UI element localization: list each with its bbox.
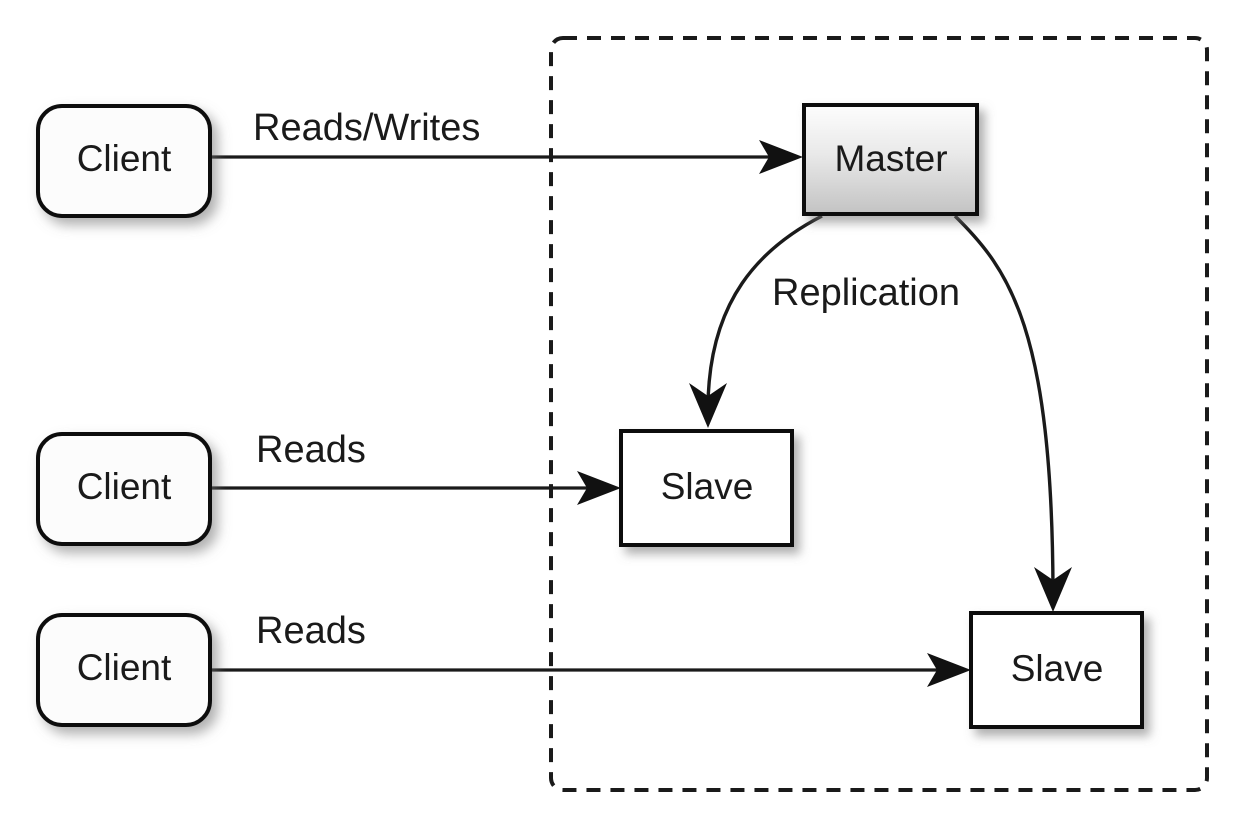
node-slave-bottom[interactable] — [969, 611, 1144, 729]
edge-label-reads-bottom: Reads — [256, 610, 366, 652]
node-client-middle[interactable] — [36, 432, 212, 546]
edge-client-middle-to-slave-top — [211, 471, 621, 505]
node-client-bottom[interactable] — [36, 613, 212, 727]
node-master[interactable] — [802, 103, 979, 216]
node-slave-bottom-label: Slave — [1011, 648, 1104, 689]
node-client-bottom-label: Client — [77, 647, 172, 688]
database-cluster-boundary — [549, 36, 1209, 792]
edge-label-replication: Replication — [772, 272, 960, 314]
node-master-label: Master — [834, 138, 947, 179]
edge-master-to-slave-bottom — [953, 214, 1072, 612]
node-client-top-label: Client — [77, 138, 172, 179]
node-client-top[interactable] — [36, 104, 212, 218]
node-client-middle-label: Client — [77, 466, 172, 507]
edge-master-to-slave-top — [689, 214, 823, 428]
edge-client-top-to-master — [211, 140, 803, 174]
node-slave-top-label: Slave — [661, 466, 754, 507]
node-slave-top[interactable] — [619, 429, 794, 547]
edge-label-reads-middle: Reads — [256, 429, 366, 471]
edge-client-bottom-to-slave-bottom — [211, 653, 971, 687]
edge-label-reads-writes: Reads/Writes — [253, 107, 480, 149]
